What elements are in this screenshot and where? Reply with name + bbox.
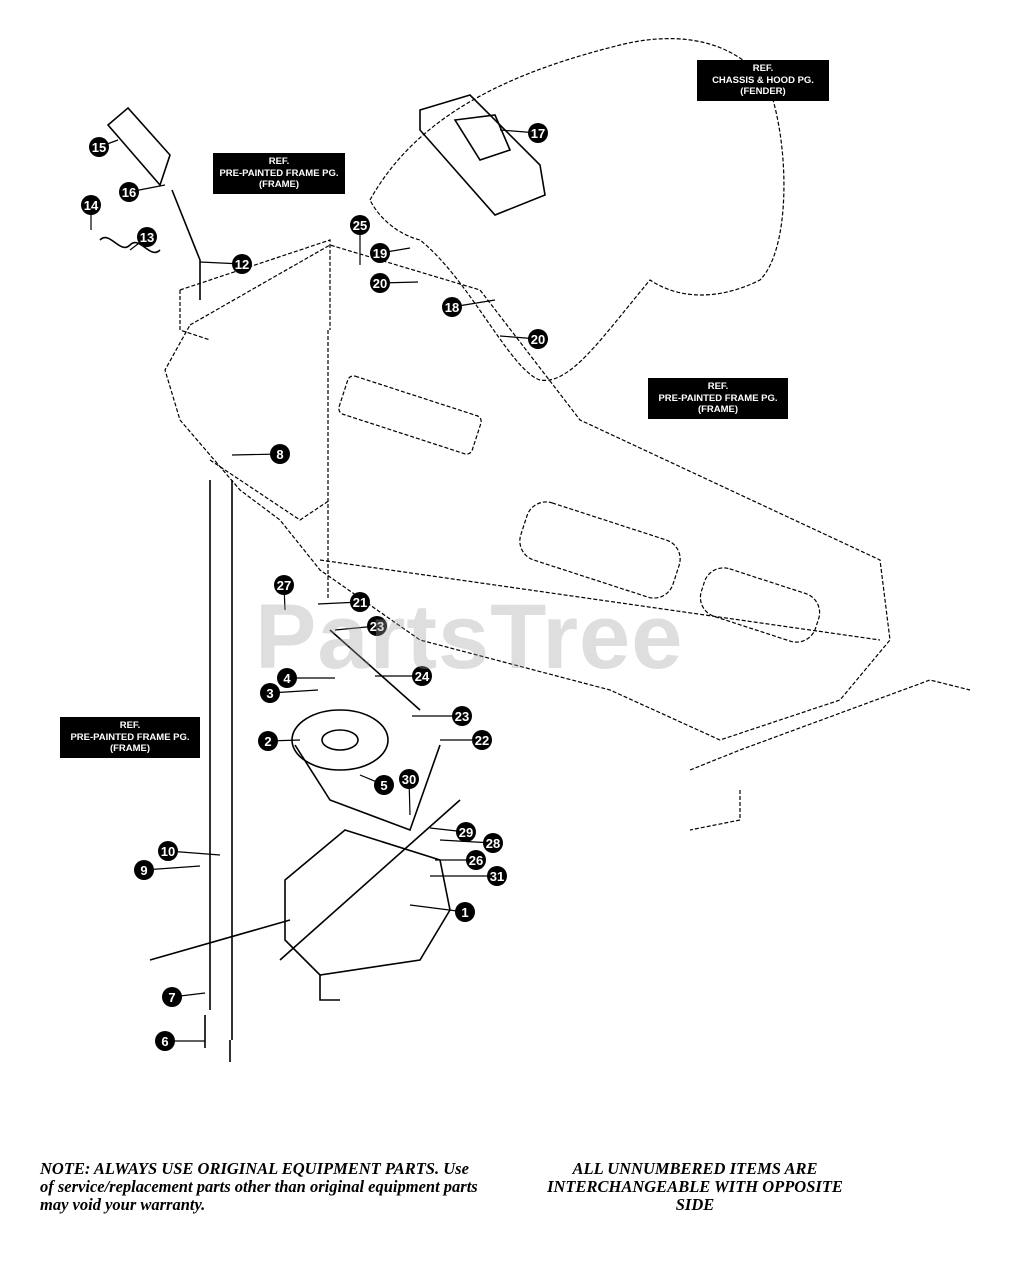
- pulley: [291, 709, 389, 771]
- callout-20: 20: [528, 329, 548, 349]
- callout-4: 4: [277, 668, 297, 688]
- ref-line: (FRAME): [258, 179, 300, 190]
- callout-number: 5: [380, 778, 387, 793]
- callout-19: 19: [370, 243, 390, 263]
- callout-number: 22: [475, 733, 489, 748]
- callout-number: 19: [373, 246, 387, 261]
- callout-6: 6: [155, 1031, 175, 1051]
- ref-line: REF.: [119, 720, 141, 731]
- callout-number: 3: [266, 686, 273, 701]
- callout-3: 3: [260, 683, 280, 703]
- callout-number: 8: [276, 447, 283, 462]
- ref-label-frame-right: REF. PRE-PAINTED FRAME PG. (FRAME): [648, 378, 788, 419]
- note-interchangeable: ALL UNNUMBERED ITEMS ARE INTERCHANGEABLE…: [547, 1159, 843, 1214]
- callout-number: 29: [459, 825, 473, 840]
- callout-23: 23: [367, 616, 387, 636]
- callout-number: 24: [415, 669, 430, 684]
- watermark: PartsTree: [255, 586, 684, 688]
- callout-23: 23: [452, 706, 472, 726]
- callout-8: 8: [270, 444, 290, 464]
- ref-line: (FRAME): [697, 404, 739, 415]
- callout-27: 27: [274, 575, 294, 595]
- frame-plate: [164, 244, 891, 741]
- callout-25: 25: [350, 215, 370, 235]
- callout-number: 20: [531, 332, 545, 347]
- callout-number: 9: [140, 863, 147, 878]
- ref-label-frame-left: REF. PRE-PAINTED FRAME PG. (FRAME): [60, 717, 200, 758]
- callout-13: 13: [137, 227, 157, 247]
- callout-number: 4: [283, 671, 291, 686]
- callout-18: 18: [442, 297, 462, 317]
- ref-line: REF.: [707, 381, 729, 392]
- parts-diagram: 1234567891012131415161718192020212223232…: [81, 38, 971, 1062]
- callout-12: 12: [232, 254, 252, 274]
- callout-number: 1: [461, 905, 468, 920]
- callout-number: 7: [168, 990, 175, 1005]
- ref-line: PRE-PAINTED FRAME PG.: [70, 731, 190, 743]
- callout-24: 24: [412, 666, 432, 686]
- callout-7: 7: [162, 987, 182, 1007]
- fender-outline: [369, 38, 785, 381]
- callout-15: 15: [89, 137, 109, 157]
- callout-number: 20: [373, 276, 387, 291]
- ref-label-chassis-hood: REF. CHASSIS & HOOD PG. (FENDER): [697, 60, 829, 101]
- callout-number: 26: [469, 853, 483, 868]
- ref-line: REF.: [268, 156, 290, 167]
- callout-22: 22: [472, 730, 492, 750]
- callout-number: 16: [122, 185, 136, 200]
- callout-number: 14: [84, 198, 99, 213]
- callout-number: 23: [455, 709, 469, 724]
- callout-markers: 1234567891012131415161718192020212223232…: [81, 123, 548, 1051]
- callout-10: 10: [158, 841, 178, 861]
- callout-31: 31: [487, 866, 507, 886]
- callout-number: 18: [445, 300, 459, 315]
- callout-number: 21: [353, 595, 367, 610]
- callout-14: 14: [81, 195, 101, 215]
- callout-30: 30: [399, 769, 419, 789]
- callout-number: 23: [370, 619, 384, 634]
- callout-number: 30: [402, 772, 416, 787]
- callout-28: 28: [483, 833, 503, 853]
- callout-26: 26: [466, 850, 486, 870]
- ref-line: PRE-PAINTED FRAME PG.: [658, 392, 778, 404]
- callout-number: 25: [353, 218, 367, 233]
- callout-number: 2: [264, 734, 271, 749]
- ref-line: CHASSIS & HOOD PG.: [712, 74, 814, 86]
- callout-5: 5: [374, 775, 394, 795]
- callout-number: 10: [161, 844, 175, 859]
- callout-number: 27: [277, 578, 291, 593]
- callout-number: 28: [486, 836, 500, 851]
- transmission: [284, 829, 451, 976]
- callout-9: 9: [134, 860, 154, 880]
- callout-number: 15: [92, 140, 106, 155]
- callout-number: 13: [140, 230, 154, 245]
- ref-line: (FRAME): [109, 743, 151, 754]
- callout-21: 21: [350, 592, 370, 612]
- callout-16: 16: [119, 182, 139, 202]
- callout-1: 1: [455, 902, 475, 922]
- ref-line: PRE-PAINTED FRAME PG.: [219, 167, 339, 179]
- callout-number: 6: [161, 1034, 168, 1049]
- ref-label-frame-top: REF. PRE-PAINTED FRAME PG. (FRAME): [213, 153, 345, 194]
- ref-line: (FENDER): [740, 86, 786, 97]
- callout-2: 2: [258, 731, 278, 751]
- callout-29: 29: [456, 822, 476, 842]
- callout-17: 17: [528, 123, 548, 143]
- ref-line: REF.: [752, 63, 774, 74]
- shift-plate: [419, 94, 546, 216]
- callout-number: 12: [235, 257, 249, 272]
- callout-number: 31: [490, 869, 504, 884]
- note-original-parts: NOTE: ALWAYS USE ORIGINAL EQUIPMENT PART…: [40, 1159, 478, 1214]
- callout-number: 17: [531, 126, 545, 141]
- shift-handle: [106, 106, 171, 187]
- callout-20: 20: [370, 273, 390, 293]
